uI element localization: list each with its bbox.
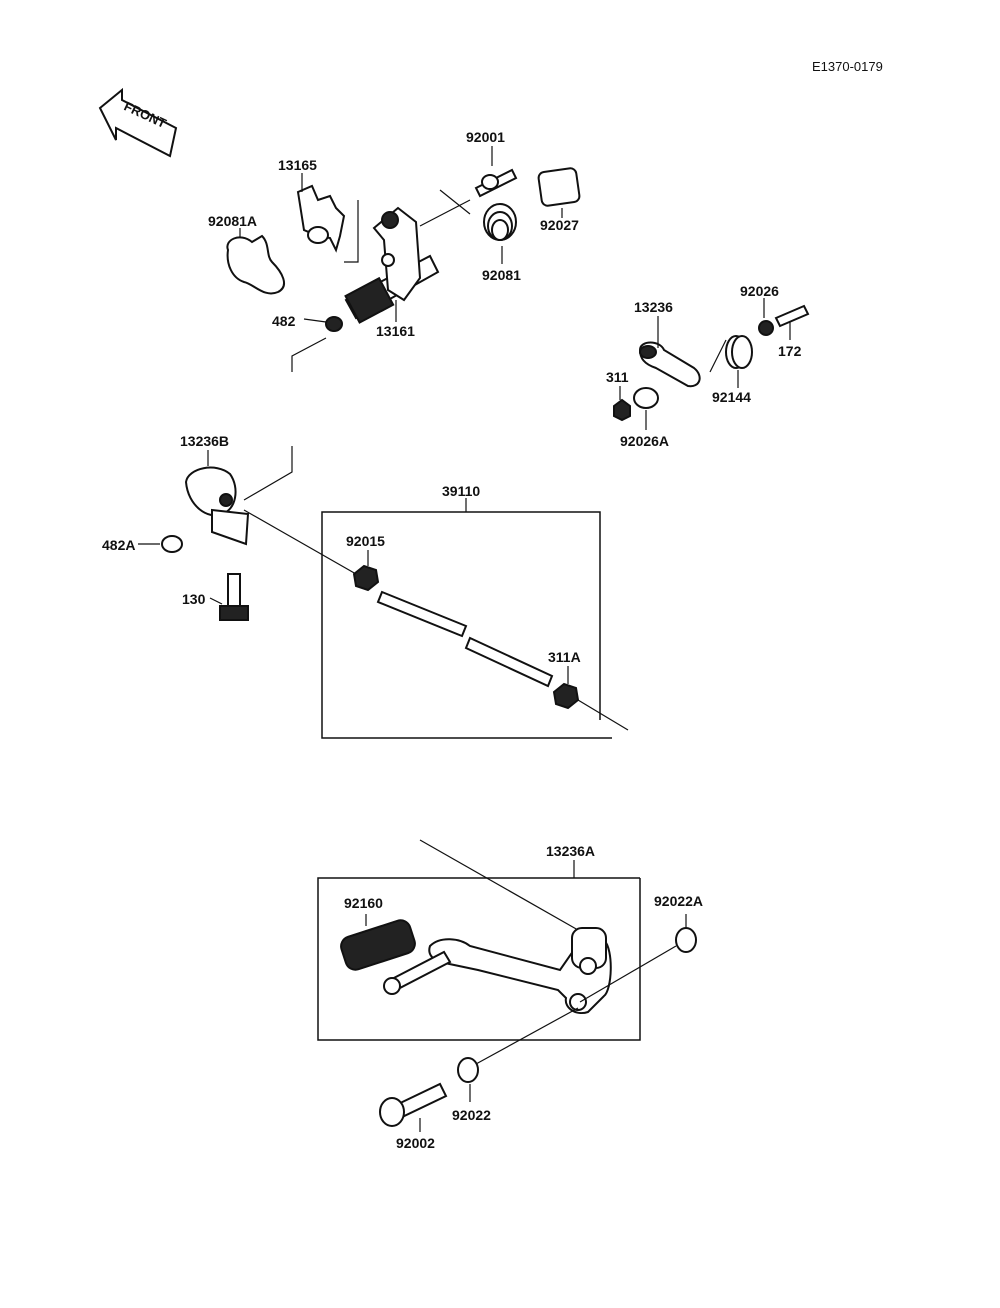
shift-shaft-13161 [344,206,440,324]
label-172: 172 [778,343,802,359]
pedal-13236A [383,927,612,1014]
nut-311A [552,682,580,710]
label-39110: 39110 [442,483,480,499]
label-92160: 92160 [344,895,383,911]
washer-92022A [675,927,697,953]
front-arrow-icon: FRONT [98,87,178,158]
spring-92144 [709,335,753,373]
label-311A: 311A [548,649,581,665]
label-13236A: 13236A [546,843,595,859]
washer-482 [325,316,343,332]
label-92081: 92081 [482,267,521,283]
rod-39110 [376,590,554,688]
label-92026: 92026 [740,283,779,299]
label-92015: 92015 [346,533,385,549]
washer-92026A [633,387,659,409]
label-92001: 92001 [466,129,505,145]
label-13165: 13165 [278,157,317,173]
nut-92015 [352,564,380,592]
label-13236B: 13236B [180,433,229,449]
diagram-code: E1370-0179 [812,59,883,74]
rubber-92160 [340,919,416,971]
label-92022A: 92022A [654,893,703,909]
washer-92022 [457,1057,479,1083]
label-92144: 92144 [712,389,751,405]
label-311: 311 [606,369,629,385]
label-482: 482 [272,313,296,329]
plate-hole [307,226,329,244]
pin-92001 [474,168,518,198]
rod-box-39110 [321,511,612,739]
label-92002: 92002 [396,1135,435,1151]
pedal-box-13236A [317,877,641,1041]
lever-13236 [638,341,701,388]
nut-311 [613,398,631,422]
label-13161: 13161 [376,323,415,339]
spring-92081 [439,189,517,241]
label-92027: 92027 [540,217,579,233]
bolt-172 [774,304,810,328]
collar-92027 [537,167,581,207]
circlip-482A [161,535,183,553]
label-92081A: 92081A [208,213,257,229]
label-482A: 482A [102,537,135,553]
joint-13236B [184,466,250,546]
label-92026A: 92026A [620,433,669,449]
label-92022: 92022 [452,1107,491,1123]
label-13236: 13236 [634,299,673,315]
washer-92026 [758,320,774,336]
label-130: 130 [182,591,206,607]
pin-92002 [379,1082,448,1127]
bolt-130 [219,573,249,621]
circlip-92081A [226,234,286,295]
